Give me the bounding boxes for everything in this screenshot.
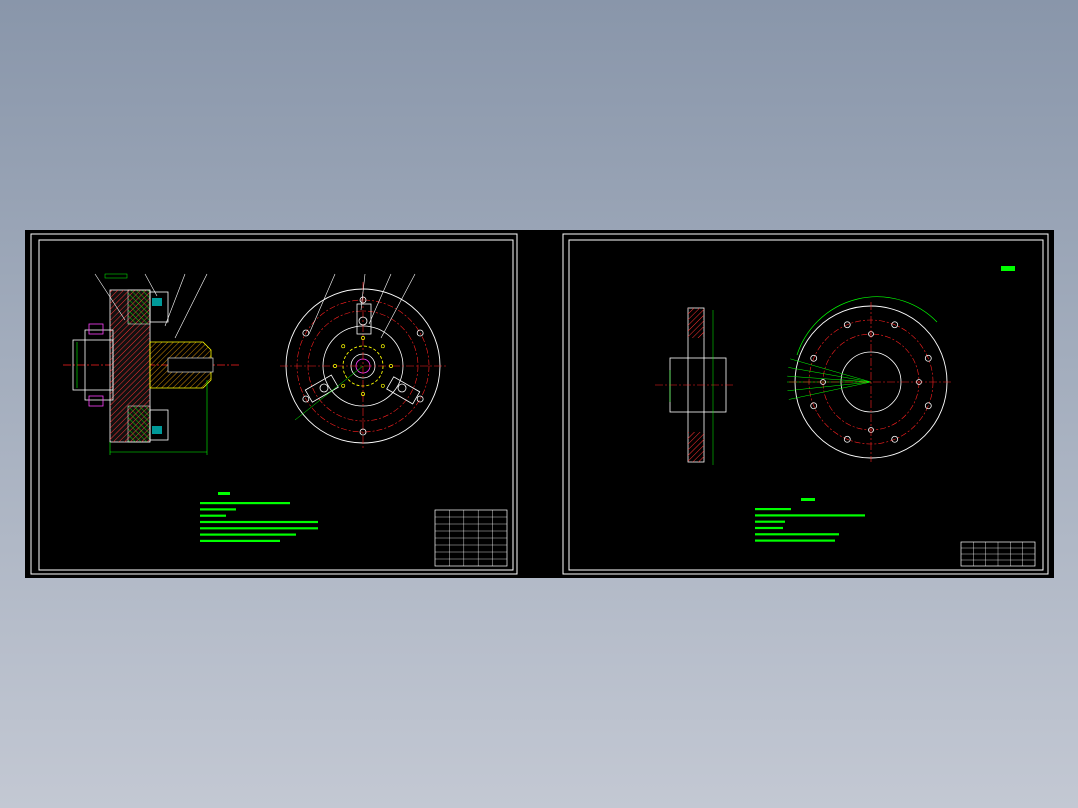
part-technical-notes [755,498,865,542]
angle-line [787,375,872,383]
sheet-part [562,233,1049,575]
sheet-2-inner-border [568,239,1044,571]
bolt-holes [302,296,424,436]
sheet-1-inner-border [38,239,514,571]
screw-upper [152,298,162,306]
top-leader-3 [368,273,392,325]
flange-hatch-lower [127,405,151,443]
bolt-hole [302,329,310,337]
note-line [200,539,280,542]
small-hole [380,383,385,388]
leader-4 [174,273,208,339]
part-notes-heading [801,498,815,501]
leader-1 [94,273,126,321]
part-title-block [960,541,1036,567]
part-title-block-grid [961,542,1035,566]
plate-hatch-top [688,308,704,338]
assembly-section-view [63,273,240,455]
radial-jaw-right [386,376,421,405]
angle-line [790,358,872,383]
note-line [755,514,865,517]
note-line [200,520,318,524]
assembly-title-block [434,509,508,567]
assembly-top-view [280,273,446,450]
bolt-head-lower [88,395,104,407]
small-hole [389,364,393,368]
bolt-hole [302,395,310,403]
jaw-screw-top [358,316,368,326]
jaw-lower [149,409,169,441]
small-hole [341,344,346,349]
sheet-1-outer-border [30,233,518,575]
plate-hole [924,402,932,410]
note-line [755,533,839,536]
plate-hole [891,321,899,329]
note-line [755,539,835,542]
plate-hole [843,435,851,443]
part-section-view [655,307,735,465]
sheet-2-outer-border [562,233,1049,575]
assembly-technical-notes [200,492,318,542]
note-line [200,527,318,530]
workpiece-bore [167,357,214,373]
small-hole [380,344,385,349]
roughness-symbol [1001,266,1015,271]
note-line [200,533,296,536]
angle-arc [796,296,938,356]
leader-tag [104,273,128,279]
plate-hole [924,354,932,362]
note-line [200,514,226,517]
screw-lower [152,426,162,434]
drawing-background [25,230,1054,578]
jaw-screw-left [319,383,329,393]
bolt-hole [359,428,367,436]
top-leader-2 [360,273,366,311]
part-notes-lines [755,508,865,542]
bolt-head-upper [88,323,104,335]
bolt-hole [416,329,424,337]
notes-lines [200,502,318,542]
note-line [755,526,783,530]
plate-hatch-bottom [688,432,704,462]
angle-line [788,381,872,400]
note-line [755,508,791,511]
part-top-view [787,266,1015,462]
hub-inner [84,329,114,401]
plate-hole [810,354,818,362]
notes-heading [218,492,230,495]
leader-2 [144,273,158,297]
plate-hole [891,435,899,443]
small-hole [361,392,365,396]
bolt-hole [416,395,424,403]
angle-line [787,381,872,392]
small-hole [333,364,337,368]
jaw-screw-right [397,383,407,393]
jaw-upper [149,291,169,323]
title-block-grid [435,510,507,566]
flange-hatch-upper [127,289,151,325]
note-line [200,502,290,505]
bolt-hole [359,296,367,304]
plate-hole [810,402,818,410]
note-line [200,508,236,511]
angle-line [788,367,872,383]
top-leader-1 [308,273,336,335]
cad-drawing-canvas[interactable] [25,230,1054,578]
dim-radius [294,365,364,421]
top-leader-4 [380,273,416,339]
note-line [755,520,785,523]
small-hole [361,336,365,340]
sheet-assembly [30,233,518,575]
plate-hole [843,321,851,329]
leader-3 [164,273,186,327]
radial-jaw-left [304,374,339,403]
small-hole [341,383,346,388]
